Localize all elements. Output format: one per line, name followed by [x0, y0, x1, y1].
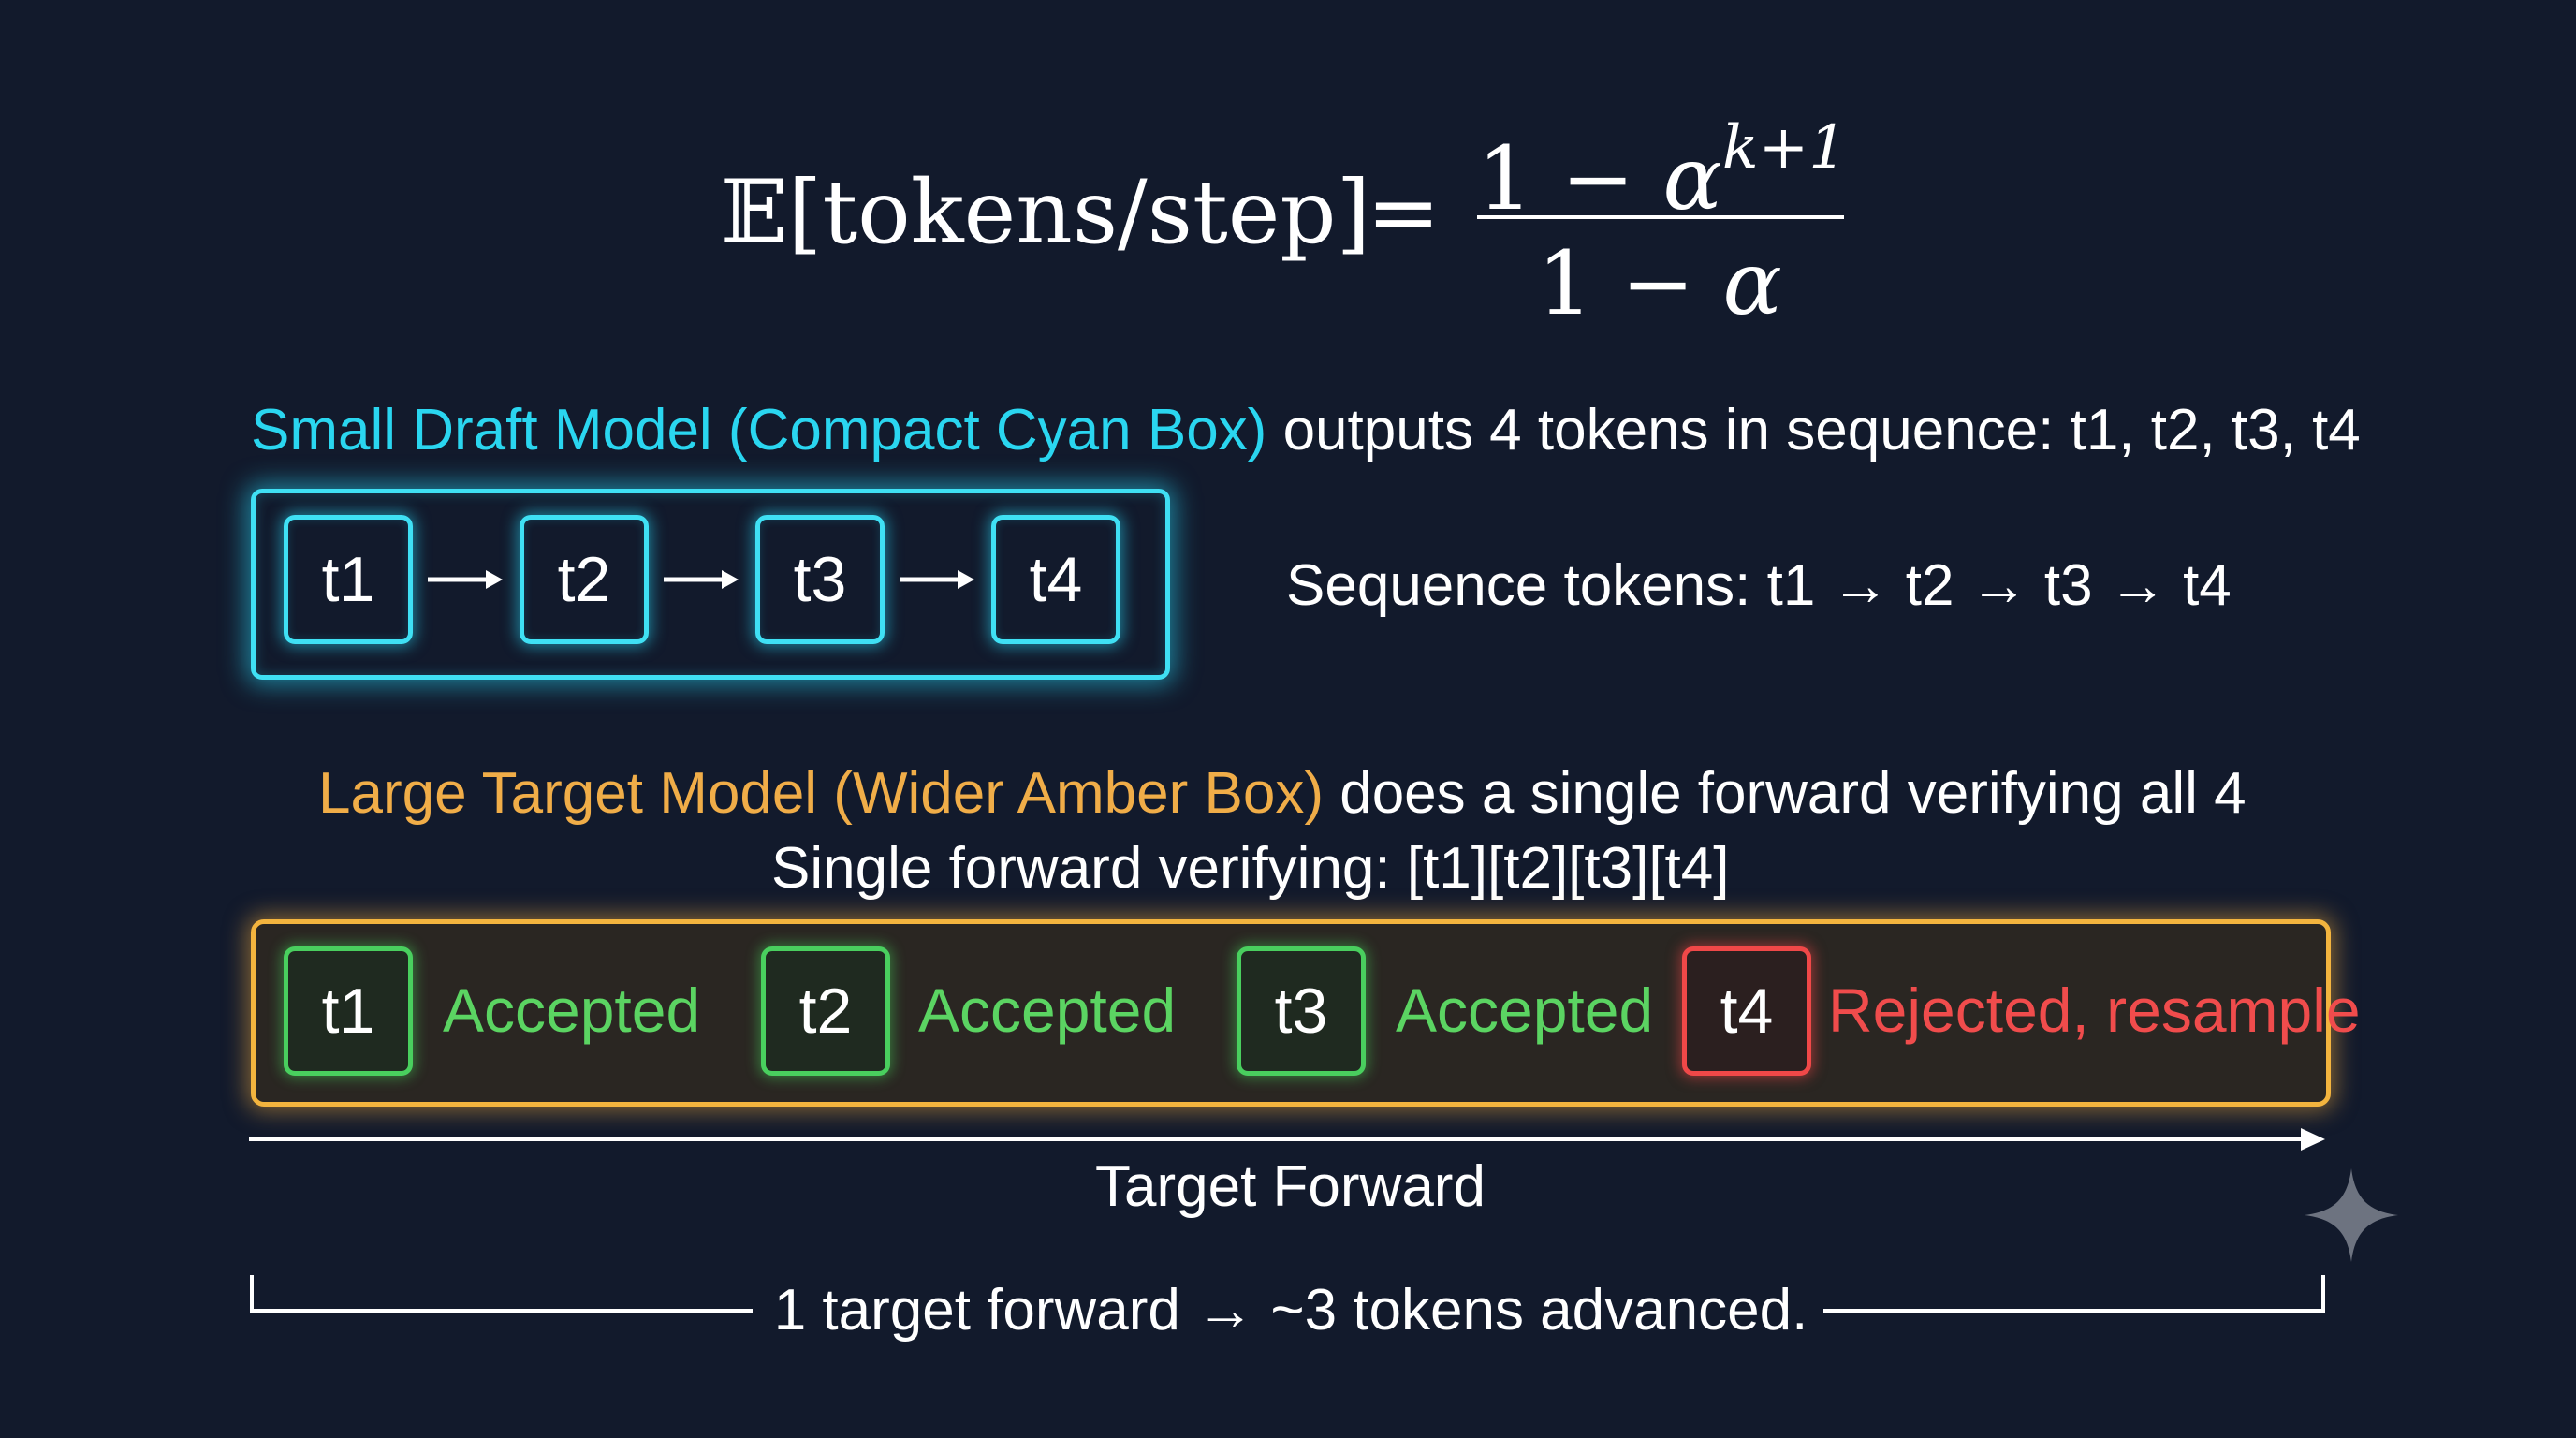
- numerator-base: 1 −: [1477, 128, 1663, 230]
- numerator-exponent: k+1: [1721, 113, 1847, 183]
- draft-token-1: t1: [284, 515, 413, 644]
- denominator-base: 1 −: [1537, 233, 1723, 335]
- target-token-2: t2: [761, 946, 890, 1076]
- draft-model-box: t1 t2 t3 t4: [251, 489, 1170, 680]
- draft-token-2: t2: [520, 515, 649, 644]
- draft-arrow-1: [428, 570, 503, 589]
- target-model-box: t1 Accepted t2 Accepted t3 Accepted t4 R…: [251, 919, 2361, 1107]
- target-verdict-1: Accepted: [443, 976, 701, 1045]
- fraction-bar: [1477, 215, 1844, 219]
- denominator-variable: α: [1722, 233, 1782, 335]
- target-verdict-4: Rejected, resample: [1828, 976, 2361, 1045]
- draft-token-4: t4: [991, 515, 1120, 644]
- numerator-variable: α: [1662, 128, 1722, 230]
- target-verdict-2: Accepted: [918, 976, 1177, 1045]
- draft-heading: Small Draft Model (Compact Cyan Box) out…: [251, 395, 2361, 466]
- target-heading-rest: does a single forward verifying all 4: [1323, 761, 2247, 826]
- summary-bracket: [250, 1275, 2325, 1313]
- target-heading-model: Large Target Model (Wider Amber Box): [318, 761, 1324, 826]
- target-token-4: t4: [1682, 946, 1811, 1076]
- draft-arrow-3: [900, 570, 974, 589]
- sparkle-icon: [2305, 1168, 2398, 1262]
- sequence-text: Sequence tokens: t1 → t2 → t3 → t4: [1286, 553, 2232, 618]
- draft-arrow-2: [664, 570, 739, 589]
- formula-lhs: 𝔼[tokens/step]: [721, 162, 1371, 264]
- draft-heading-model: Small Draft Model (Compact Cyan Box): [251, 398, 1267, 462]
- target-verdict-3: Accepted: [1396, 976, 1654, 1045]
- target-forward-label: Target Forward: [1095, 1154, 1486, 1219]
- draft-heading-rest: outputs 4 tokens in sequence: t1, t2, t3…: [1266, 398, 2361, 462]
- target-subheading: Single forward verifying: [t1][t2][t3][t…: [771, 836, 1730, 901]
- formula-denominator: 1 − α: [1477, 228, 1842, 341]
- target-token-1: t1: [284, 946, 413, 1076]
- formula-equals: =: [1367, 162, 1441, 264]
- formula-numerator: 1 − αk+1: [1477, 92, 1847, 236]
- summary-caption: 1 target forward → ~3 tokens advanced.: [773, 1278, 1808, 1343]
- target-token-3: t3: [1237, 946, 1366, 1076]
- draft-token-3: t3: [755, 515, 885, 644]
- target-heading: Large Target Model (Wider Amber Box) doe…: [318, 758, 2247, 829]
- target-forward-arrow: [249, 1128, 2325, 1151]
